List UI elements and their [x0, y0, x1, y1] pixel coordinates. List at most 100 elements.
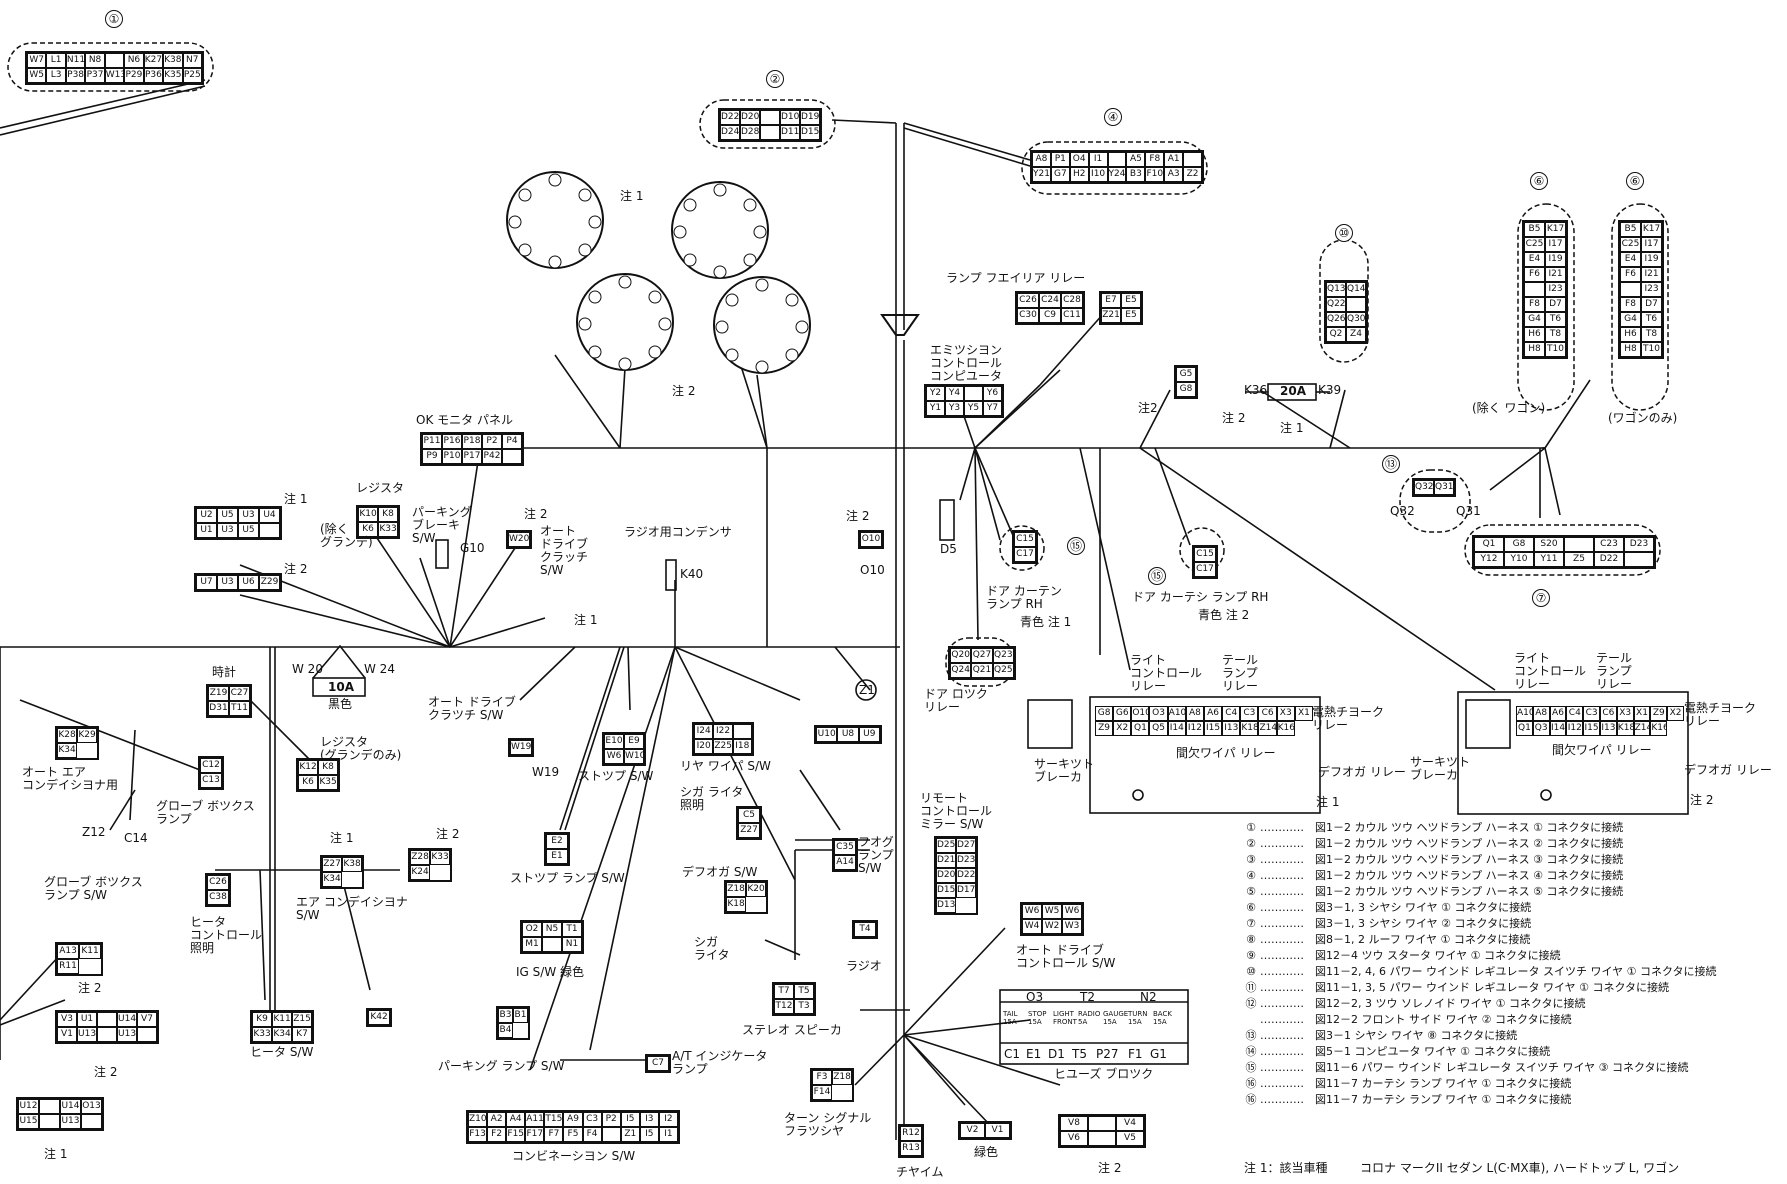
connector-pin: Y2: [926, 386, 945, 401]
legend-row: ⑮…………図11－6 パワー ウインド レギユレータ スイツチ ワイヤ ③ コネ…: [1242, 1060, 1787, 1076]
connector-pin: D11: [780, 125, 800, 140]
connector-pin: [1088, 1116, 1116, 1131]
connector-pin: V4: [1116, 1116, 1144, 1131]
connector-pin: I24: [694, 724, 714, 739]
connector-pin: W3: [1062, 919, 1082, 934]
legend-text: 図8－1, 2 ルーフ ワイヤ ① コネクタに接続: [1315, 933, 1531, 946]
connector-w20: W20: [506, 530, 532, 549]
connector-pin: Z27: [738, 823, 760, 838]
lamp-failure-label: ランプ フエイリア リレー: [946, 271, 1086, 285]
connector-pin: A3: [1164, 167, 1184, 182]
connector-pin: F10: [1145, 167, 1165, 182]
legend-dots: …………: [1260, 965, 1304, 978]
connector-pin: K34: [322, 872, 342, 887]
connector-pin: X3: [1276, 706, 1295, 721]
circuit-breaker-right-label: サーキツト ブレーカ: [1410, 755, 1471, 782]
defog-sw-label: デフオガ S/W: [682, 865, 758, 879]
connector-pin: C28: [1061, 293, 1083, 308]
legend-row: ③…………図1－2 カウル ツウ ヘツドランプ ハーネス ③ コネクタに接続: [1242, 852, 1787, 868]
od-clutch-connector: W19: [508, 738, 534, 757]
connector-pin: A2: [487, 1112, 507, 1127]
connector-pin: T5: [794, 984, 814, 999]
connector-pin: C11: [1061, 308, 1083, 323]
connector-pin: C4: [1566, 706, 1584, 721]
connector-pin: E4: [1524, 252, 1545, 267]
connector-pin: D24: [720, 125, 740, 140]
stop-sw-label: ストツプ S/W: [578, 769, 654, 783]
connector-pin: A1: [1164, 152, 1184, 167]
connector-pin: [259, 523, 280, 538]
connector-pin: H8: [1620, 342, 1641, 357]
connector-pin: V3: [57, 1012, 77, 1027]
legend-dots: …………: [1260, 1093, 1304, 1106]
connector-pin: C4: [1222, 706, 1241, 721]
connector-pin: U8: [837, 727, 859, 742]
z1-terminal: [855, 679, 877, 701]
fuse-c1-label: C1: [1004, 1047, 1021, 1061]
connector-pin: [1107, 152, 1127, 167]
connector-pin: O10: [1131, 706, 1150, 721]
connector-pin: G8: [1095, 706, 1114, 721]
connector-pin: D7: [1545, 297, 1566, 312]
connector-pin: Y3: [945, 401, 964, 416]
connector-pin: P36: [143, 68, 164, 83]
connector-pin: Q31: [1434, 480, 1454, 495]
relay-blocks: [312, 383, 1689, 1065]
blue-note2-label: 青色 注 2: [1198, 608, 1250, 622]
connector-pin: U12: [18, 1099, 39, 1114]
legend-key: ④: [1246, 869, 1256, 882]
note1-a-label: 注 1: [1280, 421, 1304, 435]
note2-a-label: 注 2: [1222, 411, 1246, 425]
connector-pin: U14: [117, 1012, 137, 1027]
connector-pin: [1624, 552, 1654, 567]
defog-relay-right-label: デフオガ リレー: [1684, 763, 1772, 777]
connector-pin: [97, 1012, 117, 1027]
connector-pin: V7: [137, 1012, 157, 1027]
radio-condenser-label: ラジオ用コンデンサ: [624, 525, 732, 539]
connector-pin: D22: [720, 110, 740, 125]
connector-pin: B4: [498, 1023, 513, 1038]
connector-pin: Q14: [1346, 282, 1366, 297]
legend-row: ⑧…………図8－1, 2 ルーフ ワイヤ ① コネクタに接続: [1242, 932, 1787, 948]
connector-pin: P25: [182, 68, 202, 83]
connector-pin: O2: [522, 922, 542, 937]
legend-text: 図5－1 コンピユータ ワイヤ ① コネクタに接続: [1315, 1045, 1551, 1058]
connector-pin: Q32: [1414, 480, 1434, 495]
connector-pin: K33: [430, 850, 450, 865]
connector-pin: D25: [936, 838, 956, 853]
legend-row: ⑪…………図11－1, 3, 5 パワー ウインド レギユレータ ワイヤ ① コ…: [1242, 980, 1787, 996]
legend-text: 図1－2 カウル ツウ ヘツドランプ ハーネス ⑤ コネクタに接続: [1315, 885, 1624, 898]
glovebox-lamp-label: グローブ ボツクス ランプ: [156, 799, 255, 826]
ground-symbol: [880, 314, 920, 336]
green-label: 緑色: [974, 1145, 999, 1159]
connector-pin: D15: [800, 125, 820, 140]
connector-pin: Q5: [1149, 721, 1168, 736]
connector-pin: G6: [1113, 706, 1132, 721]
connector-pin: C3: [582, 1112, 602, 1127]
connector-pin: P2: [482, 434, 502, 449]
connector-pin: Y10: [1504, 552, 1534, 567]
fuse-o3-label: O3: [1026, 990, 1044, 1004]
connector-pin: I1: [1088, 152, 1108, 167]
legend-text: 図11－7 カーテシ ランプ ワイヤ ① コネクタに接続: [1315, 1093, 1572, 1106]
connector-pin: F8: [1620, 297, 1641, 312]
od-clutch-label: オート ドライブ クラッチ S/W: [540, 524, 589, 577]
c14-label: C14: [124, 831, 148, 845]
connector-pin: K16: [1276, 721, 1295, 736]
legend-key: ⑨: [1246, 949, 1256, 962]
od-clutch-sw-label: オート ドライブ クラツチ S/W: [428, 695, 516, 722]
connector-pin: U3: [217, 523, 238, 538]
connector-pin: V8: [1060, 1116, 1088, 1131]
connector-pin: T4: [854, 922, 876, 937]
connector-pin: A8: [1032, 152, 1051, 167]
connector-pin: Q27: [971, 648, 993, 663]
connector-pin: P4: [502, 434, 522, 449]
legend-row: ⑨…………図12－4 ツウ スタータ ワイヤ ① コネクタに接続: [1242, 948, 1787, 964]
fuse-gauge-label: GAUGE 15A: [1103, 1010, 1129, 1026]
connector-pin: F8: [1524, 297, 1545, 312]
